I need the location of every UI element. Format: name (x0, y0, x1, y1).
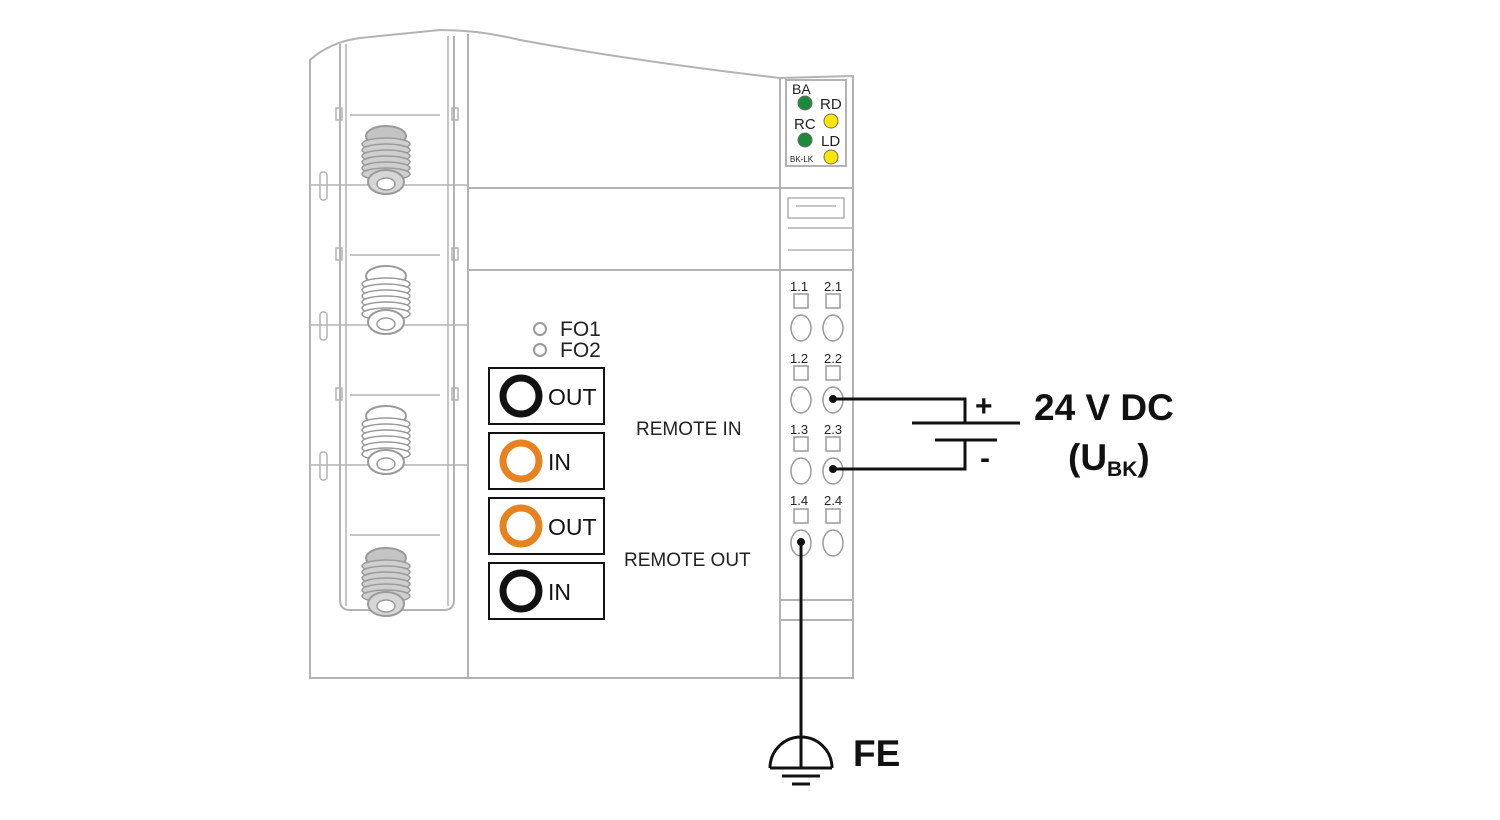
led-ld-label: LD (821, 133, 840, 150)
terminal-release-slot (825, 293, 841, 309)
power-supply-wiring: + - 24 V DC (UBK) (829, 387, 1174, 481)
port-1-label: OUT (548, 384, 597, 410)
fiber-status-leds: FO1 FO2 (533, 318, 601, 362)
led-rd-yellow (823, 113, 839, 129)
led-ba-label: BA (792, 81, 811, 97)
fiber-connector-black-icon (499, 374, 543, 418)
terminal-release-slot (793, 293, 809, 309)
latch (787, 197, 853, 251)
fiber-port-4: IN (488, 562, 605, 620)
terminal-release-slot (793, 508, 809, 524)
terminal-release-slot (793, 365, 809, 381)
terminal-label-2-4: 2.4 (824, 493, 842, 508)
fe-label: FE (853, 733, 900, 774)
fiber-port-3: OUT (488, 497, 605, 555)
terminal-label-2-1: 2.1 (824, 279, 842, 294)
fo1-led-icon (533, 322, 547, 336)
supply-voltage-label: 24 V DC (1034, 387, 1174, 428)
cable-clamp-icon (361, 125, 411, 195)
fiber-connector-orange-icon (499, 439, 543, 483)
terminal-block: 1.1 2.1 1.2 2.2 1.3 2.3 1.4 2.4 (790, 279, 844, 557)
terminal-label-1-1: 1.1 (790, 279, 808, 294)
fo2-led-icon (533, 343, 547, 357)
terminal-label-1-3: 1.3 (790, 422, 808, 437)
ground-wiring: FE (768, 538, 900, 786)
led-ba-green (797, 95, 813, 111)
fo1-label: FO1 (560, 318, 601, 341)
led-rc-label: RC (794, 116, 816, 133)
supply-designation: (UBK) (1068, 437, 1150, 481)
terminal-label-2-2: 2.2 (824, 351, 842, 366)
fiber-port-2: IN (488, 432, 605, 490)
module-housing (309, 28, 854, 679)
led-ld-yellow (823, 149, 839, 165)
terminal-label-1-4: 1.4 (790, 493, 808, 508)
terminal-release-slot (793, 436, 809, 452)
fo2-label: FO2 (560, 339, 601, 362)
terminal-release-slot (825, 508, 841, 524)
cable-clamps (361, 125, 411, 617)
terminal-wire-entry (790, 457, 812, 485)
cable-clamp-icon (361, 405, 411, 475)
cable-clamp-icon (361, 547, 411, 617)
diagnostic-led-panel: BA RD RC LD BK-LK (785, 79, 847, 167)
terminal-label-1-2: 1.2 (790, 351, 808, 366)
led-rc-green (797, 132, 813, 148)
remote-in-label: REMOTE IN (636, 419, 742, 440)
terminal-wire-entry (790, 386, 812, 414)
ground-icon (768, 735, 834, 786)
terminal-wire-entry (822, 314, 844, 342)
port-4-label: IN (548, 579, 571, 605)
terminal-wire-entry (790, 314, 812, 342)
fiber-connector-orange-icon (499, 504, 543, 548)
terminal-wire-entry (822, 529, 844, 557)
terminal-label-2-3: 2.3 (824, 422, 842, 437)
led-bk-lk-label: BK-LK (790, 155, 814, 164)
plus-sign: + (975, 390, 993, 423)
cable-clamp-icon (361, 265, 411, 335)
terminal-release-slot (825, 436, 841, 452)
led-rd-label: RD (820, 96, 842, 113)
port-2-label: IN (548, 449, 571, 475)
terminal-release-slot (825, 365, 841, 381)
fiber-port-1: OUT (488, 367, 605, 425)
port-3-label: OUT (548, 514, 597, 540)
minus-sign: - (980, 442, 990, 475)
fiber-connector-black-icon (499, 569, 543, 613)
remote-out-label: REMOTE OUT (624, 550, 751, 571)
